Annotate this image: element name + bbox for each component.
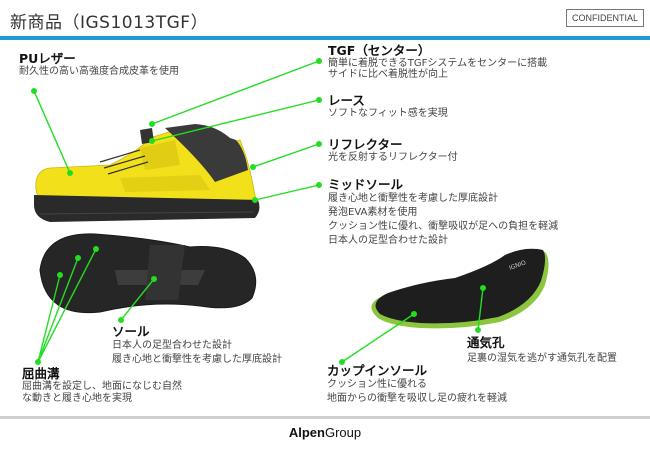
confidential-badge: CONFIDENTIAL xyxy=(566,9,644,27)
callout-pu-leather: PUレザー 耐久性の高い高強度合成皮革を使用 xyxy=(19,51,179,78)
shoe-side-view-image xyxy=(34,124,260,222)
callout-cup-insole: カップインソール クッション性に優れる 地面からの衝撃を吸収し足の疲れを軽減 xyxy=(327,363,507,405)
insole-image: IGNIO xyxy=(371,248,549,329)
callout-reflector: リフレクター 光を反射するリフレクター付 xyxy=(328,137,458,164)
callout-flex-groove: 屈曲溝 屈曲溝を設定し、地面になじむ自然 な動きと履き心地を実現 xyxy=(22,366,182,405)
callout-lines xyxy=(31,58,487,366)
callout-midsole: ミッドソール 履き心地と衝撃性を考慮した厚底設計 発泡EVA素材を使用 クッショ… xyxy=(328,177,559,247)
callout-sole: ソール 日本人の足型合わせた設計 履き心地と衝撃性を考慮した厚底設計 xyxy=(112,324,282,366)
callout-tgf-center: TGF（センター） 簡単に着脱できるTGFシステムをセンターに搭載 サイドに比べ… xyxy=(328,43,548,81)
header-accent-bar xyxy=(0,36,650,40)
page-title: 新商品（IGS1013TGF） xyxy=(10,13,209,33)
callout-lace: レース ソフトなフィット感を実現 xyxy=(328,93,448,120)
callout-vent-holes: 通気孔 足裏の湿気を逃がす通気孔を配置 xyxy=(467,335,617,365)
footer-divider xyxy=(0,416,650,419)
alpen-group-logo: AlpenGroup xyxy=(288,425,362,440)
